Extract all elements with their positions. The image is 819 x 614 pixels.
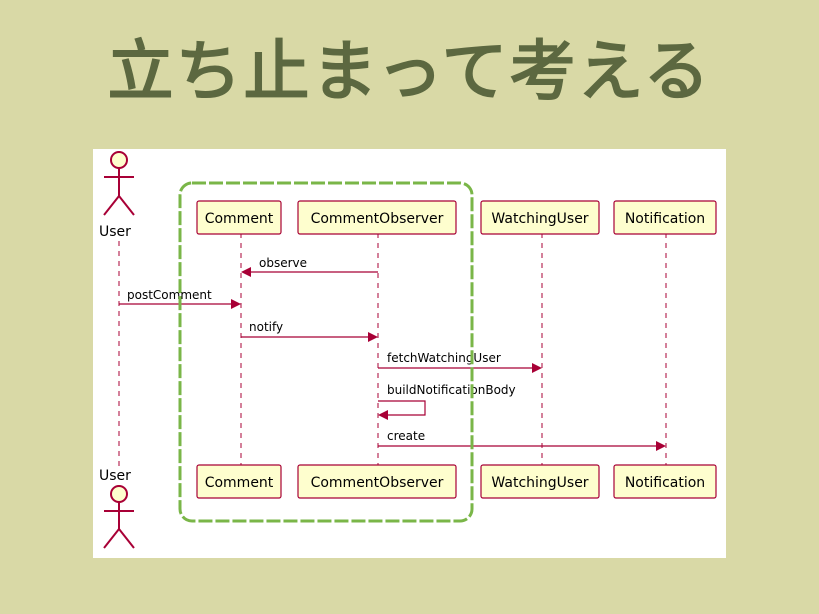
message-notify: notify <box>241 320 378 342</box>
message-build-notification-body: buildNotificationBody <box>378 383 516 420</box>
sequence-diagram: User User Comment CommentObserver Watchi… <box>93 149 726 558</box>
message-label: notify <box>249 320 283 334</box>
participant-notification-top: Notification <box>613 200 717 235</box>
actor-head-icon <box>110 485 128 503</box>
actor-label-top: User <box>99 224 131 240</box>
arrow-right-icon <box>656 441 666 451</box>
message-label: postComment <box>127 288 212 302</box>
message-post-comment: postComment <box>119 288 241 309</box>
highlight-frame <box>178 181 474 523</box>
participant-comment-observer-bottom: CommentObserver <box>297 464 457 499</box>
participant-label: Notification <box>625 211 705 227</box>
arrow-right-icon <box>532 363 542 373</box>
participant-label: WatchingUser <box>491 211 588 227</box>
actor-label-bottom: User <box>99 468 131 484</box>
participant-comment-observer-top: CommentObserver <box>297 200 457 235</box>
message-create: create <box>378 429 666 451</box>
message-label: observe <box>259 256 307 270</box>
actor-user-top: User <box>99 151 135 240</box>
message-label: create <box>387 429 425 443</box>
arrow-right-icon <box>231 299 241 309</box>
participant-notification-bottom: Notification <box>613 464 717 499</box>
message-label: fetchWatchingUser <box>387 351 501 365</box>
message-label: buildNotificationBody <box>387 383 516 397</box>
actor-head-icon <box>110 151 128 169</box>
participant-watching-user-top: WatchingUser <box>480 200 600 235</box>
participant-label: CommentObserver <box>311 211 444 227</box>
sequence-diagram-canvas: User User Comment CommentObserver Watchi… <box>99 151 717 549</box>
arrow-left-icon <box>378 410 388 420</box>
participant-label: Notification <box>625 475 705 491</box>
message-fetch-watching-user: fetchWatchingUser <box>378 351 542 373</box>
actor-user-bottom: User <box>99 468 135 549</box>
participant-label: WatchingUser <box>491 475 588 491</box>
participant-comment-top: Comment <box>196 200 282 235</box>
participant-label: CommentObserver <box>311 475 444 491</box>
slide-title: 立ち止まって考える <box>107 33 712 110</box>
message-observe: observe <box>241 256 378 277</box>
arrow-right-icon <box>368 332 378 342</box>
participant-label: Comment <box>205 211 274 227</box>
participant-watching-user-bottom: WatchingUser <box>480 464 600 499</box>
participant-label: Comment <box>205 475 274 491</box>
arrow-left-icon <box>241 267 251 277</box>
participant-comment-bottom: Comment <box>196 464 282 499</box>
